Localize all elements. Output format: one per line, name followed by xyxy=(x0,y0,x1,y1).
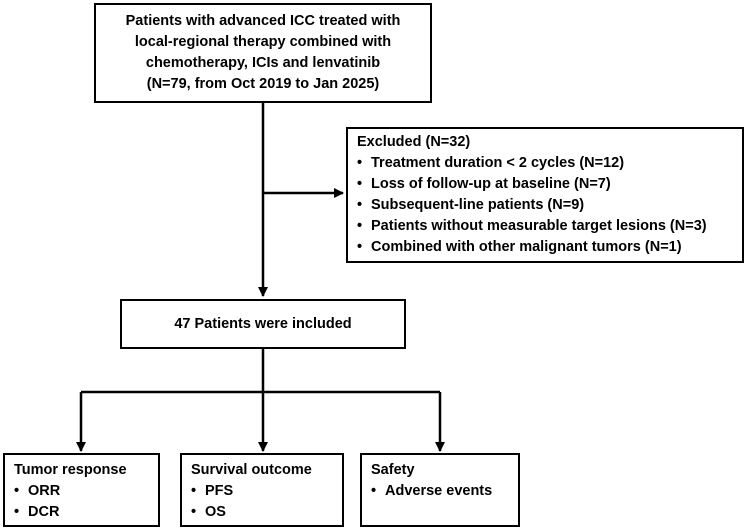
initial-line-4: (N=79, from Oct 2019 to Jan 2025) xyxy=(146,76,380,92)
included-text: 47 Patients were included xyxy=(174,316,352,332)
excluded-item: Subsequent-line patients (N=9) xyxy=(357,195,742,216)
excluded-item: Combined with other malignant tumors (N=… xyxy=(357,237,742,258)
box-safety: Safety Adverse events xyxy=(360,453,520,527)
tumor-response-item: ORR xyxy=(14,481,158,502)
initial-line-3: chemotherapy, ICIs and lenvatinib xyxy=(145,55,381,71)
survival-outcome-item: PFS xyxy=(191,481,342,502)
safety-title: Safety xyxy=(371,462,415,478)
survival-outcome-title: Survival outcome xyxy=(191,462,312,478)
initial-line-2: local-regional therapy combined with xyxy=(134,34,392,50)
box-excluded: Excluded (N=32) Treatment duration < 2 c… xyxy=(346,127,744,263)
box-tumor-response: Tumor response ORR DCR xyxy=(3,453,160,527)
safety-item: Adverse events xyxy=(371,481,518,502)
initial-line-1: Patients with advanced ICC treated with xyxy=(125,13,401,29)
excluded-title: Excluded (N=32) xyxy=(357,134,471,150)
survival-outcome-item: OS xyxy=(191,502,342,523)
tumor-response-item: DCR xyxy=(14,502,158,523)
excluded-item: Patients without measurable target lesio… xyxy=(357,216,742,237)
excluded-item: Loss of follow-up at baseline (N=7) xyxy=(357,174,742,195)
box-included: 47 Patients were included xyxy=(120,299,406,349)
box-survival-outcome: Survival outcome PFS OS xyxy=(180,453,344,527)
box-initial-patients: Patients with advanced ICC treated with … xyxy=(94,3,432,103)
tumor-response-title: Tumor response xyxy=(14,462,127,478)
excluded-item: Treatment duration < 2 cycles (N=12) xyxy=(357,153,742,174)
